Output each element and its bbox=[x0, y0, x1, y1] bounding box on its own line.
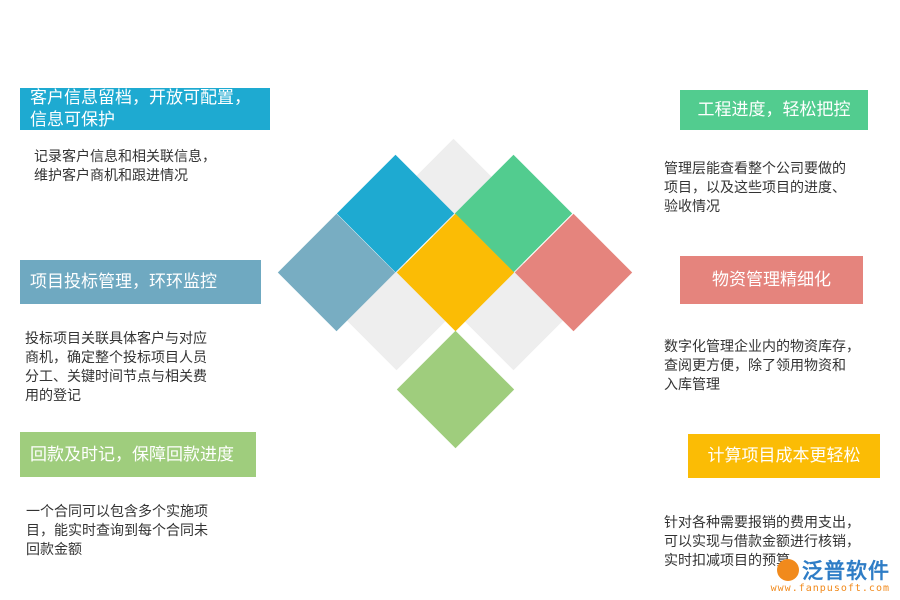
watermark-name: 泛普软件 bbox=[802, 559, 890, 583]
feature-desc-customer-info: 记录客户信息和相关联信息， 维护客户商机和跟进情况 bbox=[34, 149, 216, 184]
feature-desc-payment: 一个合同可以包含多个实施项 目，能实时查询到每个合同未 回款金额 bbox=[26, 504, 208, 558]
feature-label-progress: 工程进度，轻松把控 bbox=[680, 90, 868, 130]
brand-logo-icon bbox=[777, 559, 799, 581]
watermark: 泛普软件 www.fanpusoft.com bbox=[771, 555, 890, 594]
feature-label-customer-info: 客户信息留档，开放可配置，信息可保护 bbox=[20, 88, 270, 130]
feature-label-cost: 计算项目成本更轻松 bbox=[688, 434, 880, 478]
watermark-url: www.fanpusoft.com bbox=[770, 583, 890, 594]
feature-desc-bidding: 投标项目关联具体客户与对应 商机，确定整个投标项目人员 分工、关键时间节点与相关… bbox=[25, 331, 207, 404]
feature-label-bidding: 项目投标管理，环环监控 bbox=[20, 260, 261, 304]
feature-desc-cost: 针对各种需要报销的费用支出， 可以实现与借款金额进行核销， 实时扣减项目的预算 bbox=[664, 515, 860, 569]
feature-label-payment: 回款及时记，保障回款进度 bbox=[20, 432, 256, 477]
feature-label-materials: 物资管理精细化 bbox=[680, 256, 863, 304]
feature-desc-materials: 数字化管理企业内的物资库存， 查阅更方便，除了领用物资和 入库管理 bbox=[664, 339, 860, 393]
feature-desc-progress: 管理层能查看整个公司要做的 项目，以及这些项目的进度、 验收情况 bbox=[664, 161, 846, 215]
